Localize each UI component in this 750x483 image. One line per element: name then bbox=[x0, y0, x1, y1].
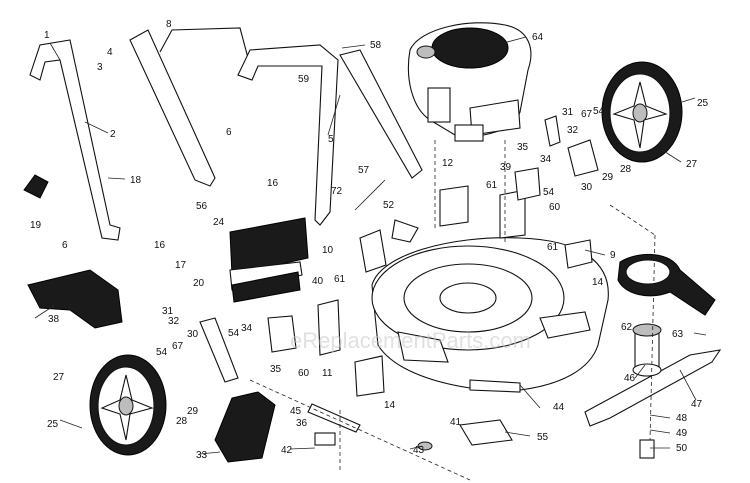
part-label-47: 47 bbox=[691, 399, 703, 410]
part-label-29: 29 bbox=[602, 172, 614, 183]
part-label-52: 52 bbox=[383, 200, 395, 211]
part-label-42: 42 bbox=[281, 445, 293, 456]
part-label-34: 34 bbox=[241, 323, 253, 334]
part-label-10: 10 bbox=[322, 245, 334, 256]
part-label-49: 49 bbox=[676, 428, 688, 439]
part-label-57: 57 bbox=[358, 165, 370, 176]
part-label-31: 31 bbox=[162, 306, 174, 317]
part-label-35: 35 bbox=[517, 142, 529, 153]
rear-flap-38 bbox=[27, 269, 123, 329]
part-label-56: 56 bbox=[196, 201, 208, 212]
deflector-33 bbox=[214, 391, 276, 463]
part-label-67: 67 bbox=[172, 341, 184, 352]
part-label-54: 54 bbox=[156, 347, 168, 358]
part-label-6: 6 bbox=[62, 240, 68, 251]
discharge-chute-62 bbox=[617, 253, 716, 316]
misc-small-parts bbox=[23, 115, 655, 459]
part-label-2: 2 bbox=[110, 129, 116, 140]
part-label-6: 6 bbox=[226, 127, 232, 138]
left-wheel-drawing bbox=[89, 354, 167, 456]
part-label-27: 27 bbox=[686, 159, 698, 170]
part-label-28: 28 bbox=[620, 164, 632, 175]
deck-drawing bbox=[371, 237, 609, 393]
part-label-72: 72 bbox=[331, 186, 343, 197]
part-label-31: 31 bbox=[562, 107, 574, 118]
part-label-41: 41 bbox=[450, 417, 462, 428]
part-label-27: 27 bbox=[53, 372, 65, 383]
rear-door-20 bbox=[229, 217, 309, 303]
part-label-34: 34 bbox=[540, 154, 552, 165]
part-label-61: 61 bbox=[547, 242, 559, 253]
part-label-43: 43 bbox=[413, 445, 425, 456]
part-label-32: 32 bbox=[168, 316, 180, 327]
part-label-35: 35 bbox=[270, 364, 282, 375]
part-label-3: 3 bbox=[97, 62, 103, 73]
part-label-20: 20 bbox=[193, 278, 205, 289]
part-label-19: 19 bbox=[30, 220, 42, 231]
handles-drawing bbox=[29, 27, 423, 241]
part-label-39: 39 bbox=[500, 162, 512, 173]
part-label-11: 11 bbox=[322, 368, 333, 379]
part-label-38: 38 bbox=[48, 314, 60, 325]
part-label-44: 44 bbox=[553, 402, 565, 413]
watermark: eReplacementParts.com bbox=[290, 328, 531, 353]
part-label-62: 62 bbox=[621, 322, 633, 333]
part-label-32: 32 bbox=[567, 125, 579, 136]
part-label-40: 40 bbox=[312, 276, 324, 287]
part-label-5: 5 bbox=[328, 134, 334, 145]
part-label-25: 25 bbox=[47, 419, 59, 430]
part-label-58: 58 bbox=[370, 40, 382, 51]
part-label-9: 9 bbox=[610, 250, 616, 261]
right-wheel-drawing bbox=[601, 61, 683, 163]
part-label-18: 18 bbox=[130, 175, 142, 186]
part-label-8: 8 bbox=[166, 19, 172, 30]
part-label-48: 48 bbox=[676, 413, 688, 424]
part-label-67: 67 bbox=[581, 109, 593, 120]
part-label-36: 36 bbox=[296, 418, 308, 429]
part-number-labels: 1234566810111214141616171819202425252727… bbox=[30, 19, 709, 461]
part-label-50: 50 bbox=[676, 443, 688, 454]
engine-drawing bbox=[407, 22, 532, 142]
part-label-24: 24 bbox=[213, 217, 225, 228]
part-label-28: 28 bbox=[176, 416, 188, 427]
part-label-64: 64 bbox=[532, 32, 544, 43]
part-label-30: 30 bbox=[187, 329, 199, 340]
part-label-54: 54 bbox=[543, 187, 555, 198]
part-label-4: 4 bbox=[107, 47, 113, 58]
part-label-33: 33 bbox=[196, 450, 208, 461]
part-label-54: 54 bbox=[228, 328, 240, 339]
part-label-30: 30 bbox=[581, 182, 593, 193]
part-label-61: 61 bbox=[486, 180, 498, 191]
blade-47 bbox=[584, 349, 722, 427]
leader-lines bbox=[34, 36, 707, 455]
part-label-25: 25 bbox=[697, 98, 709, 109]
part-label-14: 14 bbox=[384, 400, 396, 411]
part-label-63: 63 bbox=[672, 329, 684, 340]
part-label-14: 14 bbox=[592, 277, 604, 288]
part-label-1: 1 bbox=[44, 30, 50, 41]
part-label-17: 17 bbox=[175, 260, 187, 271]
part-label-16: 16 bbox=[267, 178, 279, 189]
part-label-29: 29 bbox=[187, 406, 199, 417]
part-label-12: 12 bbox=[442, 158, 454, 169]
part-label-59: 59 bbox=[298, 74, 310, 85]
part-label-61: 61 bbox=[334, 274, 346, 285]
part-label-16: 16 bbox=[154, 240, 166, 251]
part-label-55: 55 bbox=[537, 432, 549, 443]
assembly-lines bbox=[249, 140, 656, 481]
part-label-54: 54 bbox=[593, 106, 605, 117]
part-label-60: 60 bbox=[549, 202, 561, 213]
part-label-45: 45 bbox=[290, 406, 302, 417]
part-label-46: 46 bbox=[624, 373, 636, 384]
blade-adapter-46 bbox=[632, 323, 662, 377]
part-label-60: 60 bbox=[298, 368, 310, 379]
